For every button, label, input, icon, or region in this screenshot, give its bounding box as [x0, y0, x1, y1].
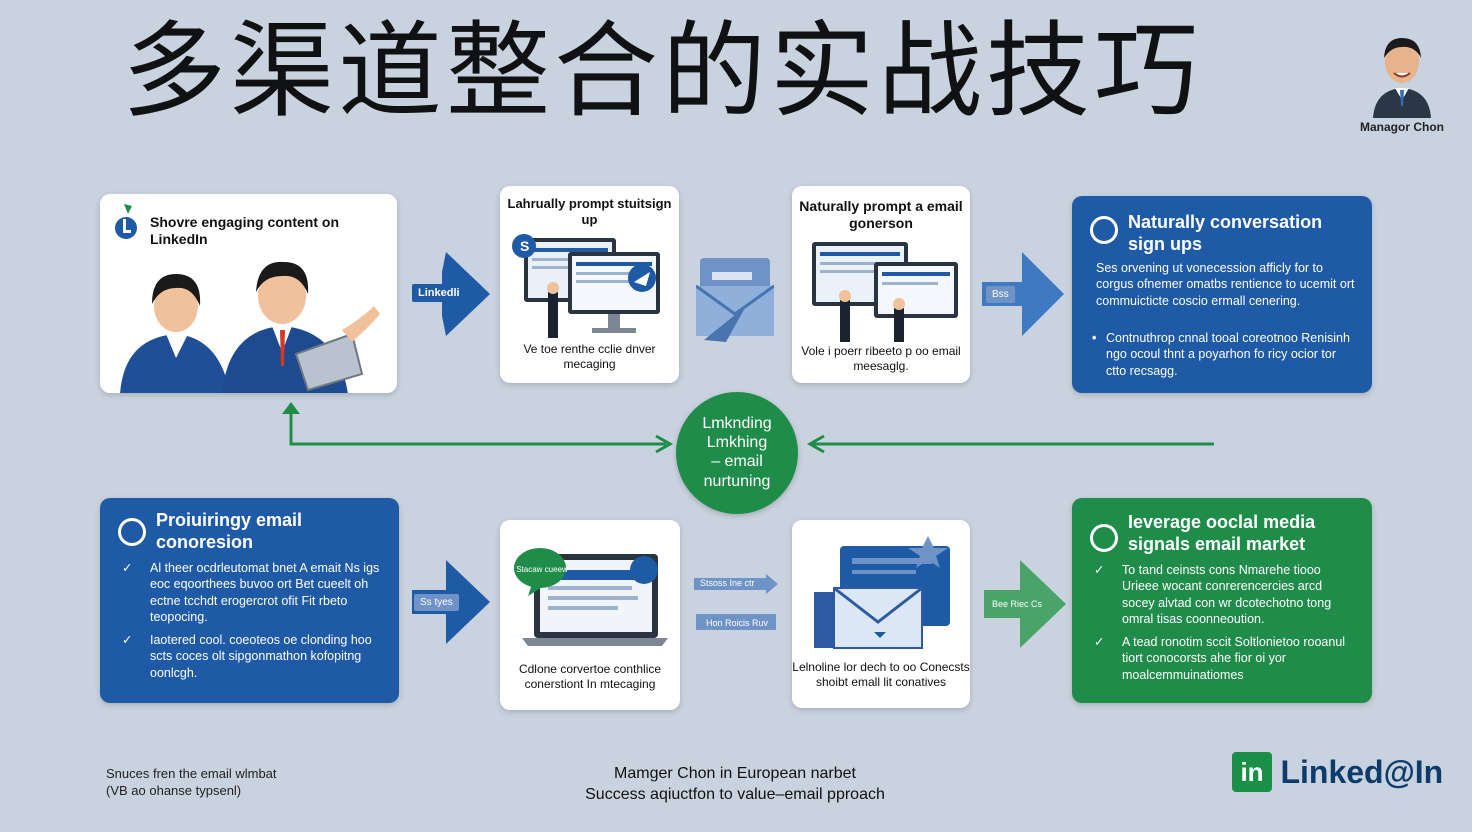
footer-source-line-1: Snuces fren the email wlmbat	[106, 766, 277, 781]
card-leverage-bullet-2-text: A tead ronotim sccit Soltlonietoo rooanu…	[1122, 635, 1346, 682]
card-email-conversion: Naturally prompt a email gonerson Vole i…	[792, 186, 970, 383]
hub-linking-email: Lmknding Lmkhing – email nurtuning	[676, 392, 798, 514]
footer-source-line-2: (VB ao ohanse typsenl)	[106, 782, 242, 798]
chip-mid: Bss	[986, 286, 1015, 303]
card-conversation-heading: Naturally conversation sign ups	[1128, 212, 1323, 254]
card-producing-email-conversion: Proiuiringy email conoresion ✓ Al theer …	[100, 498, 399, 703]
card-leverage-heading: Ieverage ooclal media signals email mark…	[1128, 512, 1316, 554]
card-conversation-bullet-text: Contnuthrop cnnal tooal coreotnoo Renisi…	[1106, 331, 1350, 378]
chip-mini-b: Hon Roicis Ruv	[706, 618, 769, 628]
svg-text:S: S	[520, 238, 529, 254]
card-leverage-bullet-1-text: To tand ceinsts cons Nmarehe tiooo Uriee…	[1122, 563, 1332, 626]
hub-line: Lmknding	[702, 415, 772, 432]
linkedin-pin-icon	[115, 204, 137, 239]
business-people-illustration-icon	[120, 261, 380, 393]
hub-line: – email	[711, 453, 763, 471]
right-arrow-icon	[694, 574, 778, 594]
card-share-heading: Shovre engaging content on LinkedIn	[150, 214, 340, 247]
mini-arrows: Stsoss Ine ctr Hon Roicis Ruv	[694, 574, 780, 630]
target-circle-icon	[118, 518, 146, 546]
card-conversation-signups: Naturally conversation sign ups Ses orve…	[1072, 196, 1372, 393]
right-arrowhead-icon	[655, 434, 674, 454]
bullet-dot-icon: •	[1092, 331, 1097, 345]
card-letters-bottom: Lelnoline lor dech to oo Conecsts shoibt…	[792, 660, 970, 689]
chip-linkedin: Linkedli	[412, 284, 466, 302]
card-producing-bullet-2: ✓ Iaotered cool. coeoteos oe clonding ho…	[122, 632, 383, 681]
right-arrow-icon	[442, 252, 490, 336]
footer-source: Snuces fren the email wlmbat (VB ao ohan…	[106, 766, 277, 800]
linkedin-wordmark: Linked@In	[1280, 753, 1444, 790]
card-prompt-signup-top: Lahrually prompt stuitsign up	[507, 196, 672, 227]
left-arrowhead-icon	[806, 434, 825, 454]
hub-text: Lmknding Lmkhing – email nurtuning	[676, 414, 798, 491]
footer-caption-line-2: Success aqiuctfon to value–email pproach	[585, 785, 885, 803]
card-conversion-badge: Stacaw cueew	[516, 565, 568, 574]
author-name: Managor Chon	[1360, 120, 1444, 134]
laptop-chat-icon	[514, 548, 668, 646]
linkedin-in-icon: in	[1232, 752, 1272, 792]
check-icon: ✓	[122, 633, 133, 647]
card-letters-conatives: Lelnoline lor dech to oo Conecsts shoibt…	[792, 520, 970, 708]
arrow-row2-right: Bee Riec Cs	[984, 560, 1068, 653]
footer-caption: Mamger Chon in European narbet Success a…	[520, 764, 950, 806]
card-leverage-bullet-1: ✓ To tand ceinsts cons Nmarehe tiooo Uri…	[1094, 562, 1356, 627]
envelope-document-icon	[814, 536, 950, 649]
chat-bubble-icon	[1090, 216, 1118, 244]
card-producing-bullet-1-text: Al theer ocdrleutomat bnet A emait Ns ig…	[150, 561, 380, 624]
up-arrowhead-icon	[282, 402, 300, 414]
card-conversion-messaging: Stacaw cueew Cdlone corvertoe conthlice …	[500, 520, 680, 710]
person-portrait-icon	[1365, 26, 1439, 118]
chip-mini-a: Stsoss Ine ctr	[700, 578, 755, 588]
card-conversion-bottom: Cdlone corvertoe conthlice conerstiont I…	[518, 662, 662, 691]
linkedin-logo: in Linked@In	[1232, 752, 1443, 792]
loop-arrow-left	[289, 410, 666, 446]
card-email-conversion-top: Naturally prompt a email gonerson	[799, 198, 963, 231]
chip-row2-right: Bee Riec Cs	[986, 596, 1049, 612]
card-leverage-social: Ieverage ooclal media signals email mark…	[1072, 498, 1372, 703]
footer-caption-line-1: Mamger Chon in European narbet	[614, 765, 856, 782]
envelope-stack-icon	[696, 258, 774, 342]
card-prompt-signup: Lahrually prompt stuitsign up S Ve toe r…	[500, 186, 679, 383]
label-bar-icon	[696, 614, 776, 630]
page-title: 多渠道整合的实战技巧	[122, 10, 1203, 132]
chip-row2-left: Ss tyes	[414, 594, 459, 611]
author-avatar: Managor Chon	[1352, 26, 1452, 134]
arrow-linkedin: Linkedli	[412, 252, 492, 341]
card-producing-bullet-2-text: Iaotered cool. coeoteos oe clonding hoo …	[150, 633, 372, 680]
card-leverage-bullet-2: ✓ A tead ronotim sccit Soltlonietoo rooa…	[1094, 634, 1356, 683]
card-email-conversion-bottom: Vole i poerr ribeeto p oo email meesaglg…	[801, 344, 961, 373]
card-conversation-bullet: • Contnuthrop cnnal tooal coreotnoo Reni…	[1092, 330, 1356, 379]
check-icon: ✓	[1094, 563, 1105, 577]
card-share-content: Shovre engaging content on LinkedIn	[100, 194, 397, 393]
hub-line: nurtuning	[703, 472, 771, 490]
card-producing-heading: Proiuiringy email conoresion	[156, 510, 303, 552]
card-conversation-body: Ses orvening ut vonecession afficly for …	[1096, 261, 1355, 308]
arrow-row2-left: Ss tyes	[412, 560, 492, 649]
right-arrow-icon	[982, 252, 1064, 336]
arrow-mid: Bss	[982, 252, 1066, 341]
card-prompt-signup-bottom: Ve toe renthe cclie dnver mecaging	[523, 342, 656, 371]
card-producing-bullet-1: ✓ Al theer ocdrleutomat bnet A emait Ns …	[122, 560, 383, 625]
check-icon: ✓	[1094, 635, 1105, 649]
check-icon: ✓	[122, 561, 133, 575]
hub-line: Lmkhing	[706, 434, 768, 452]
computer-screens-icon: S	[512, 234, 660, 338]
social-signal-icon	[1090, 524, 1118, 552]
monitors-presenter-icon	[812, 242, 958, 342]
